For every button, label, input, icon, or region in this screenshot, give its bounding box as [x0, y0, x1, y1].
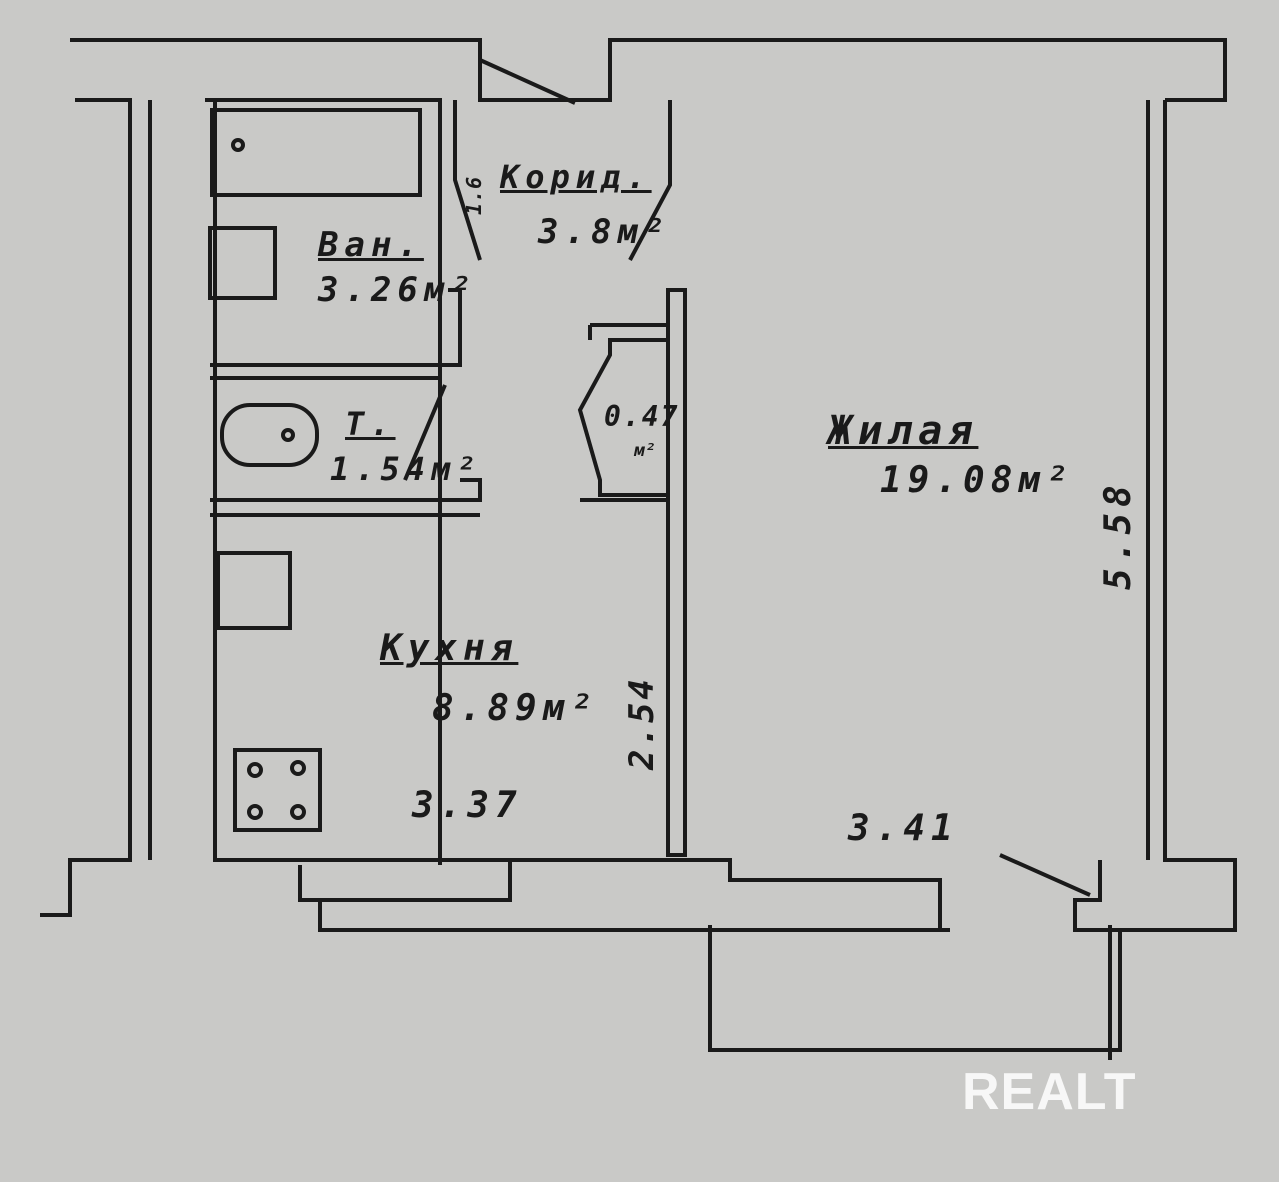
stove [233, 748, 322, 832]
top-wall [70, 38, 1227, 102]
kitchen-width-dimension: 3.37 [412, 785, 523, 826]
closet-unit: м² [634, 440, 656, 461]
left-wall [40, 98, 132, 917]
kitchen-length-dimension: 2.54 [622, 676, 662, 770]
living-room-label: Жилая [828, 408, 979, 454]
right-wall [1073, 100, 1237, 932]
closet-outline [577, 323, 670, 502]
realt-watermark: REALT [962, 1063, 1137, 1121]
closet-area: 0.47 [604, 400, 680, 433]
toilet-label: Т. [345, 405, 396, 443]
bottom-wall [213, 100, 942, 930]
corridor-label: Корид. [500, 158, 652, 196]
toilet-bowl [220, 403, 319, 467]
bath-label: Ван. [318, 225, 424, 265]
partition-wall [666, 288, 687, 857]
bath-area: 3.26м² [318, 270, 477, 310]
corridor-area: 3.8м² [538, 212, 671, 252]
bathtub [210, 108, 422, 197]
kitchen-area: 8.89м² [432, 688, 599, 729]
balcony [708, 925, 1122, 1060]
sink [208, 226, 277, 300]
living-width-dimension: 3.41 [848, 808, 959, 849]
kitchen-label: Кухня [380, 628, 519, 669]
kitchen-sink [216, 551, 292, 630]
living-room-area: 19.08м² [880, 460, 1074, 501]
inner-wall [205, 98, 442, 865]
corridor-dimension: 1.6 [462, 175, 486, 215]
toilet-area: 1.54м² [330, 450, 482, 488]
living-length-dimension: 5.58 [1098, 479, 1139, 590]
